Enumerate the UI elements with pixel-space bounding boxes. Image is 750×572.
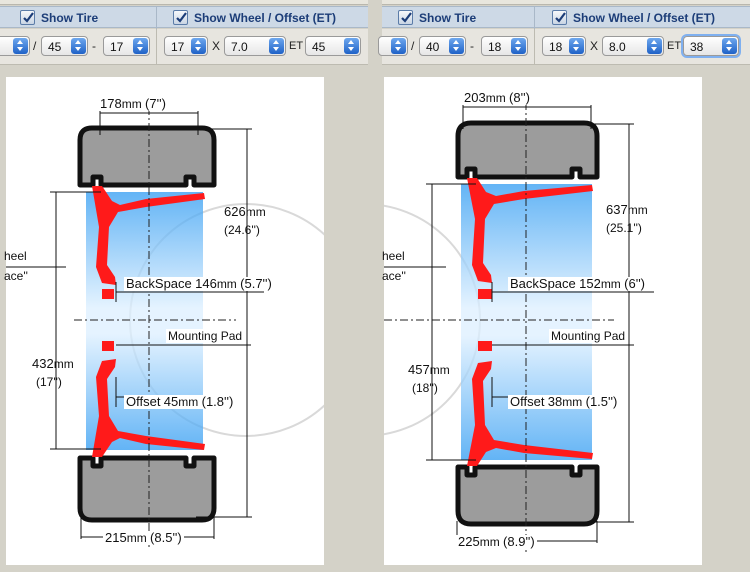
control-divider <box>534 29 535 65</box>
slash-text: / <box>411 39 415 53</box>
rim-diameter-in-label: (17'') <box>36 375 62 389</box>
offset-label: Offset 38mm (1.5'') <box>508 394 620 409</box>
dash-text: - <box>470 39 474 53</box>
top-strip <box>0 0 368 5</box>
show-tire-checkbox[interactable] <box>398 10 413 25</box>
select-arrow-icon <box>71 38 86 54</box>
space-text-label: ace'' <box>382 269 406 283</box>
header-divider <box>156 7 157 29</box>
select-arrow-icon <box>449 38 464 54</box>
rim-diameter-mm-label: 457mm <box>408 362 450 378</box>
size-controls: / 40 - 18 18 X 8.0 ET 38 <box>378 29 750 65</box>
tire-aspect-value: 45 <box>48 40 62 54</box>
select-arrow-icon <box>13 38 28 54</box>
wheel-diagram: 178mm (7'') 626mm (24.6'') heel ace'' Ba… <box>4 77 324 565</box>
select-arrow-icon <box>269 38 284 54</box>
select-arrow-icon <box>391 38 406 54</box>
tire-rim-select[interactable]: 17 <box>103 36 150 56</box>
wheel-width-value: 7.0 <box>231 40 248 54</box>
top-strip <box>382 0 750 5</box>
select-arrow-icon <box>344 38 359 54</box>
select-arrow-icon <box>191 38 206 54</box>
wheel-diameter-value: 18 <box>549 40 563 54</box>
tire-width-select[interactable] <box>0 36 30 56</box>
select-arrow-icon <box>569 38 584 54</box>
tire-width-select[interactable] <box>378 36 408 56</box>
tire-rim-select[interactable]: 18 <box>481 36 528 56</box>
size-controls: / 45 - 17 17 X 7.0 ET 45 <box>0 29 368 65</box>
left-comparison-panel: Show Tire Show Wheel / Offset (ET) / 45 … <box>0 0 368 572</box>
wheel-offset-value: 45 <box>312 40 326 54</box>
et-text: ET <box>289 40 304 52</box>
offset-label: Offset 45mm (1.8'') <box>124 394 236 409</box>
wheel-diameter-select[interactable]: 17 <box>164 36 208 56</box>
show-tire-label: Show Tire <box>41 11 99 25</box>
select-arrow-icon <box>511 38 526 54</box>
x-text: X <box>590 39 599 53</box>
overall-diameter-in-label: (24.6'') <box>224 223 260 237</box>
select-arrow-icon <box>133 38 148 54</box>
show-wheel-label: Show Wheel / Offset (ET) <box>194 11 337 25</box>
wheel-diameter-value: 17 <box>171 40 185 54</box>
wheel-text-label: heel <box>382 249 405 263</box>
control-divider <box>156 29 157 65</box>
overall-diameter-in-label: (25.1'') <box>606 221 642 235</box>
overall-diameter-mm-label: 637mm <box>606 202 648 218</box>
right-comparison-panel: Show Tire Show Wheel / Offset (ET) / 40 … <box>378 0 750 572</box>
tire-aspect-select[interactable]: 40 <box>419 36 466 56</box>
show-tire-checkbox[interactable] <box>20 10 35 25</box>
select-arrow-icon <box>722 38 737 54</box>
options-header: Show Tire Show Wheel / Offset (ET) <box>0 6 368 29</box>
overall-diameter-mm-label: 626mm <box>224 204 266 220</box>
wheel-width-select[interactable]: 8.0 <box>602 36 664 56</box>
rim-diameter-mm-label: 432mm <box>32 356 74 372</box>
select-arrow-icon <box>647 38 662 54</box>
check-icon <box>555 12 566 23</box>
wheel-text-label: heel <box>4 249 27 263</box>
wheel-offset-select[interactable]: 45 <box>305 36 361 56</box>
tire-wheel-drawing <box>6 107 324 547</box>
show-wheel-label: Show Wheel / Offset (ET) <box>573 11 716 25</box>
header-divider <box>534 7 535 29</box>
options-header: Show Tire Show Wheel / Offset (ET) <box>382 6 750 29</box>
tire-rim-value: 18 <box>488 40 502 54</box>
tire-wheel-drawing <box>384 102 654 552</box>
wheel-offset-select[interactable]: 38 <box>683 36 739 56</box>
slash-text: / <box>33 39 37 53</box>
tire-aspect-value: 40 <box>426 40 440 54</box>
top-width-label: 203mm (8'') <box>462 90 532 105</box>
check-icon <box>176 12 187 23</box>
wheel-offset-value: 38 <box>690 40 704 54</box>
bottom-width-label: 215mm (8.5'') <box>103 530 184 545</box>
wheel-width-select[interactable]: 7.0 <box>224 36 286 56</box>
show-tire-label: Show Tire <box>419 11 477 25</box>
mounting-pad-label: Mounting Pad <box>166 329 245 343</box>
wheel-diagram: 203mm (8'') 637mm (25.1'') heel ace'' Ba… <box>382 77 702 565</box>
mounting-pad-label: Mounting Pad <box>549 329 628 343</box>
space-text-label: ace'' <box>4 269 28 283</box>
backspace-label: BackSpace 146mm (5.7'') <box>124 276 274 291</box>
show-wheel-checkbox[interactable] <box>173 10 188 25</box>
top-width-label: 178mm (7'') <box>98 96 168 111</box>
dash-text: - <box>92 39 96 53</box>
wheel-diameter-select[interactable]: 18 <box>542 36 586 56</box>
x-text: X <box>212 39 221 53</box>
bottom-width-label: 225mm (8.9'') <box>456 534 537 549</box>
et-text: ET <box>667 40 682 52</box>
rim-diameter-in-label: (18'') <box>412 381 438 395</box>
check-icon <box>401 12 412 23</box>
backspace-label: BackSpace 152mm (6'') <box>508 276 648 291</box>
show-wheel-checkbox[interactable] <box>552 10 567 25</box>
wheel-width-value: 8.0 <box>609 40 626 54</box>
tire-aspect-select[interactable]: 45 <box>41 36 88 56</box>
check-icon <box>23 12 34 23</box>
tire-rim-value: 17 <box>110 40 124 54</box>
